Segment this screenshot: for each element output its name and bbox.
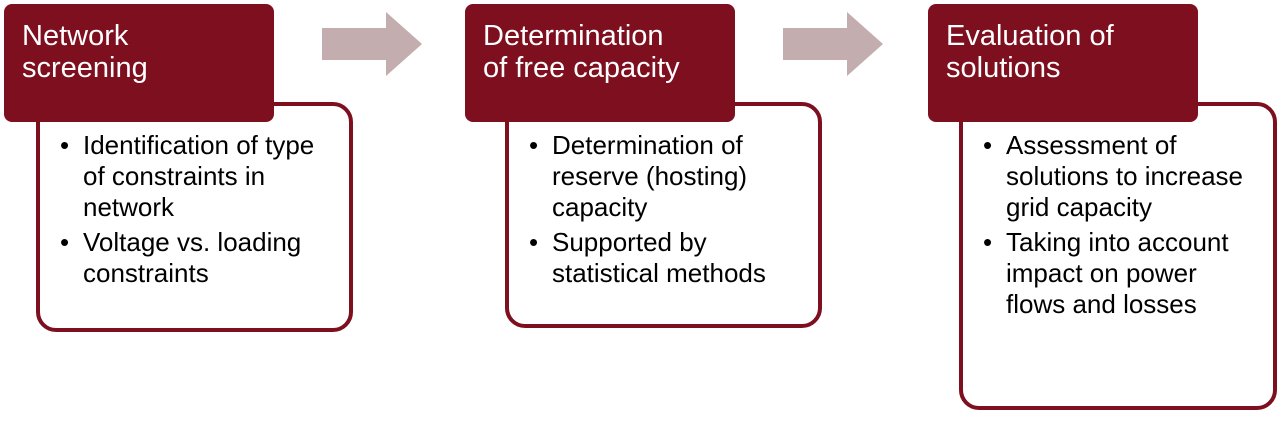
step-2-title-line: Determination: [483, 20, 664, 52]
step-3-title-box: Evaluation of solutions: [928, 4, 1198, 122]
right-arrow-icon: [322, 12, 422, 76]
right-arrow-icon: [783, 12, 883, 76]
step-3-title-line: Evaluation of: [946, 20, 1114, 52]
step-2-details-card: Determination of reserve (hosting) capac…: [505, 102, 822, 328]
step-1-bullet: Identification of type of constraints in…: [58, 130, 339, 223]
step-2-bullet: Supported by statistical methods: [527, 227, 808, 289]
step-3-title-line: solutions: [946, 52, 1061, 84]
step-1-bullet-list: Identification of type of constraints in…: [58, 130, 339, 289]
step-3-bullet-list: Assessment of solutions to increase grid…: [981, 130, 1263, 320]
step-1-title-line: Network: [22, 20, 129, 52]
step-1-details-card: Identification of type of constraints in…: [36, 102, 353, 332]
step-2-bullet: Determination of reserve (hosting) capac…: [527, 130, 808, 223]
step-1-title-box: Network screening: [4, 4, 274, 122]
step-1-bullet: Voltage vs. loading constraints: [58, 227, 339, 289]
step-3-bullet: Assessment of solutions to increase grid…: [981, 130, 1263, 223]
step-3-details-card: Assessment of solutions to increase grid…: [959, 102, 1277, 410]
step-3-bullet: Taking into account impact on power flow…: [981, 227, 1263, 320]
step-2-title-box: Determination of free capacity: [465, 4, 735, 122]
step-2-bullet-list: Determination of reserve (hosting) capac…: [527, 130, 808, 289]
step-1-title-line: screening: [22, 52, 148, 84]
step-2-title-line: of free capacity: [483, 52, 680, 84]
